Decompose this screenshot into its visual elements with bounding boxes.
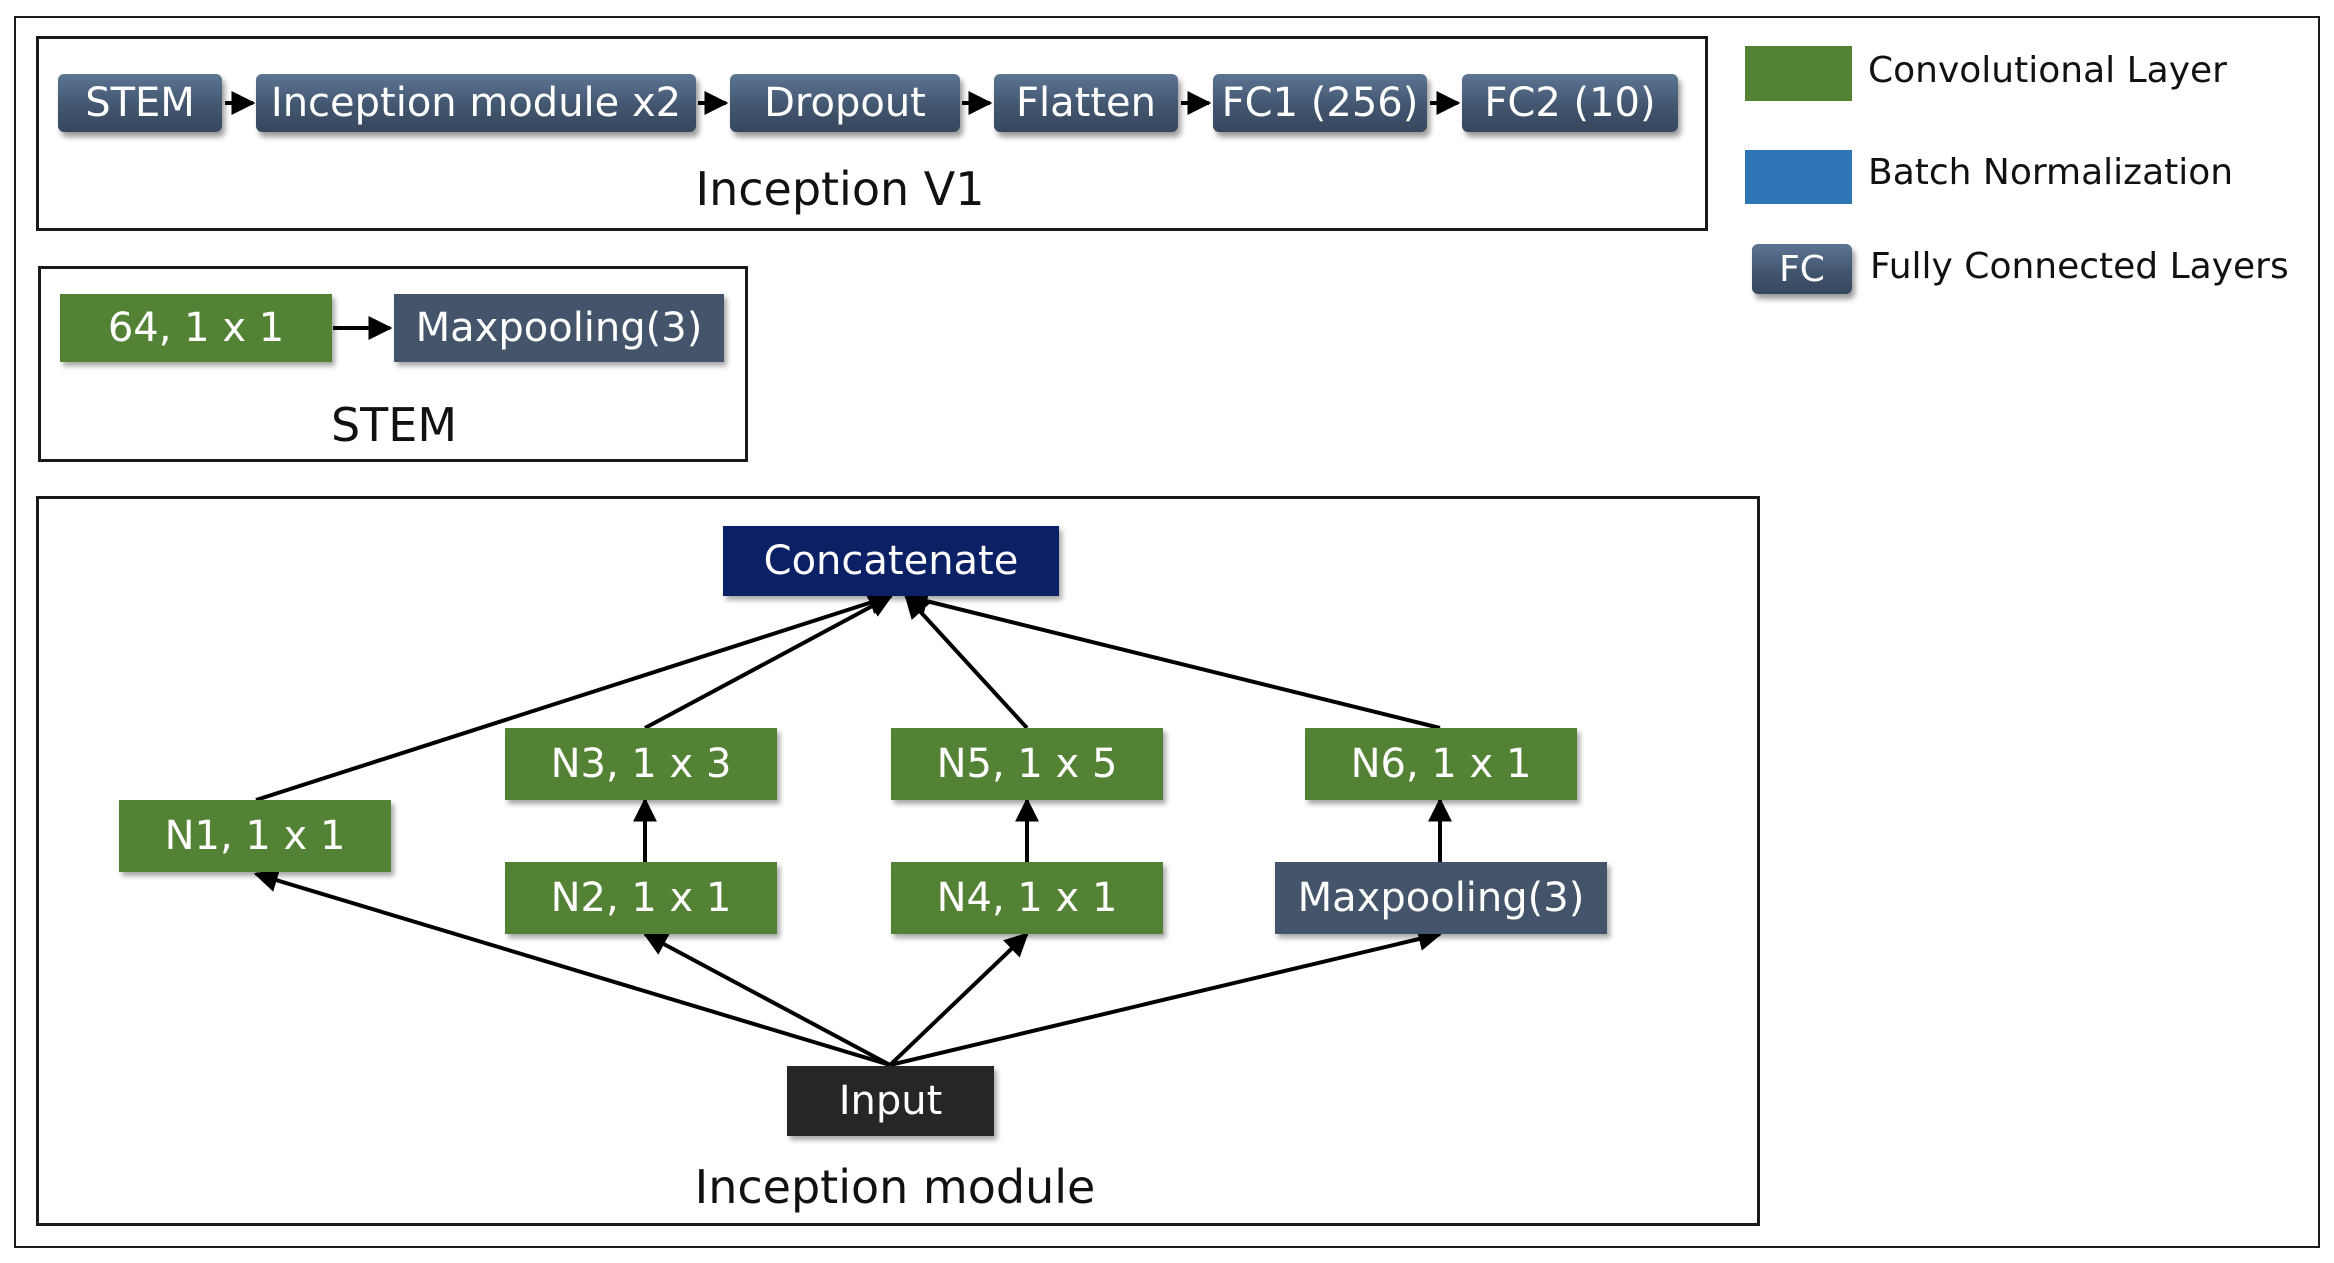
pipeline-dropout: Dropout [730,74,960,132]
edge-input-to-n1 [253,868,891,1067]
legend-batchnorm-label: Batch Normalization [1868,152,2234,193]
edge-n3-to-concat [644,594,894,730]
n4-block: N4, 1 x 1 [891,862,1163,934]
edge-n5-to-concat [904,594,1029,730]
n3-block: N3, 1 x 3 [505,728,777,800]
edge-n1-to-concat [255,591,894,802]
pipeline-flatten: Flatten [994,74,1178,132]
edge-input-to-pool [889,927,1443,1067]
legend-conv-swatch [1745,46,1852,101]
legend-fc-swatch: FC [1752,244,1852,294]
n6-block: N6, 1 x 1 [1305,728,1577,800]
legend-conv-label: Convolutional Layer [1868,50,2227,91]
edge-n6-to-concat [903,589,1441,730]
pipeline-fc1: FC1 (256) [1213,74,1427,132]
concatenate-block: Concatenate [723,526,1059,596]
pipeline-fc2: FC2 (10) [1462,74,1678,132]
stem-title: STEM [330,398,458,452]
stem-conv-block: 64, 1 x 1 [60,294,332,362]
inception-v1-title: Inception V1 [695,162,985,216]
inception-module-panel [36,496,1760,1226]
inception-module-title: Inception module [694,1160,1096,1214]
stem-maxpool-block: Maxpooling(3) [394,294,724,362]
n2-block: N2, 1 x 1 [505,862,777,934]
pipeline-inception-module: Inception module x2 [256,74,696,132]
legend-fc-label: Fully Connected Layers [1870,246,2289,287]
edge-input-to-n4 [888,932,1029,1067]
pipeline-stem: STEM [58,74,222,132]
inception-v1-panel [36,36,1708,231]
n1-block: N1, 1 x 1 [119,800,391,872]
stem-panel [38,266,748,462]
legend-batchnorm-swatch [1745,150,1852,204]
figure-frame [14,16,2320,1248]
edge-input-to-n2 [642,932,891,1067]
input-block: Input [787,1066,994,1136]
inception-maxpool-block: Maxpooling(3) [1275,862,1607,934]
n5-block: N5, 1 x 5 [891,728,1163,800]
